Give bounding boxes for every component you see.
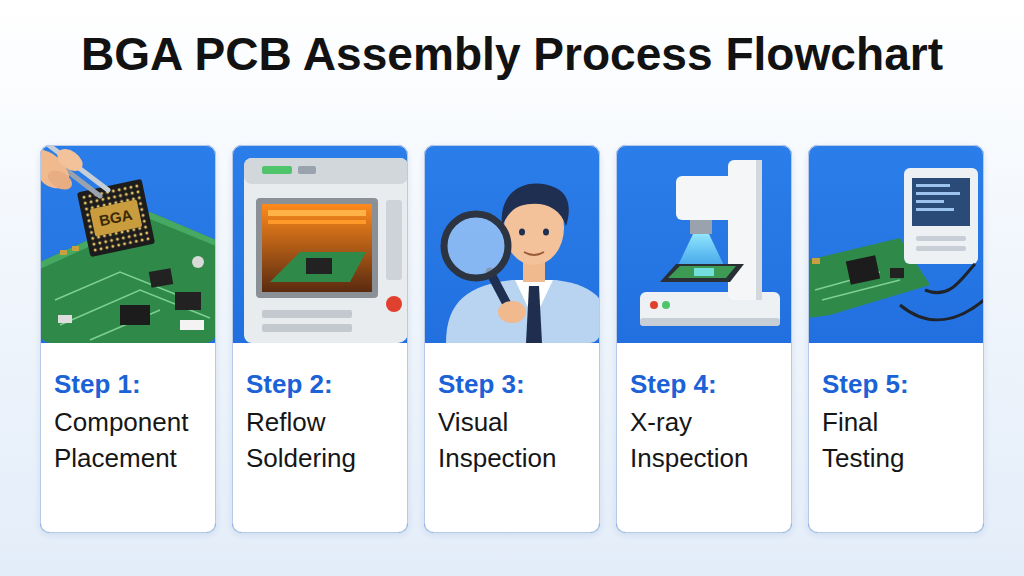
- card-panels-part: [616, 145, 792, 533]
- step-card: Step 3:Visual Inspection: [424, 145, 600, 533]
- card-panels-part: [40, 145, 216, 533]
- step-name: X-ray Inspection: [630, 404, 775, 476]
- step-name: Reflow Soldering: [246, 404, 391, 476]
- card-panels-part: [232, 145, 408, 533]
- step-number: Step 1:: [54, 366, 199, 402]
- step-number: Step 2:: [246, 366, 391, 402]
- step-card: Step 4:X-ray Inspection: [616, 145, 792, 533]
- step-name: Component Placement: [54, 404, 199, 476]
- step-card: Step 1:Component Placement: [40, 145, 216, 533]
- card-panels-part: [808, 145, 984, 533]
- card-panels: [40, 145, 984, 533]
- step-card: Step 5:Final Testing: [808, 145, 984, 533]
- step-number: Step 3:: [438, 366, 583, 402]
- step-name: Final Testing: [822, 404, 967, 476]
- step-number: Step 5:: [822, 366, 967, 402]
- page-title: BGA PCB Assembly Process Flowchart: [0, 26, 1024, 82]
- step-card: Step 2:Reflow Soldering: [232, 145, 408, 533]
- card-panels-part: [424, 145, 600, 533]
- step-number: Step 4:: [630, 366, 775, 402]
- step-name: Visual Inspection: [438, 404, 583, 476]
